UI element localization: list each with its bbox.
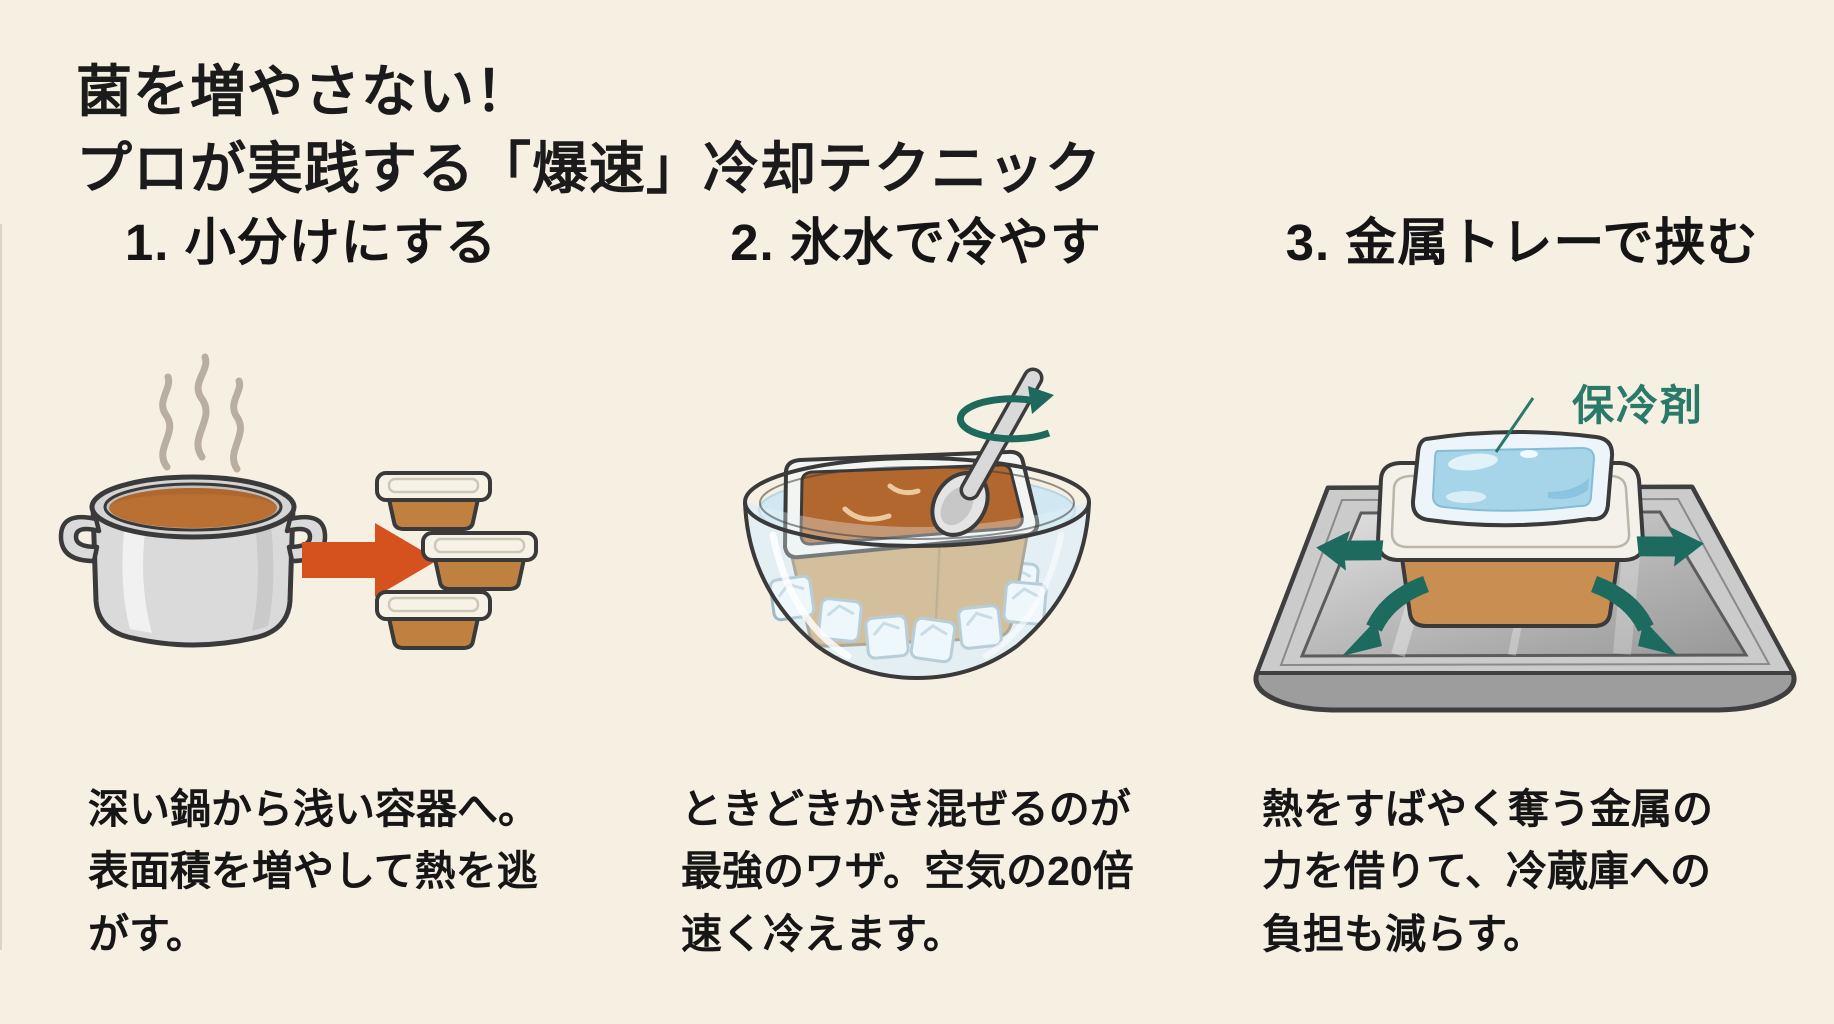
heat-arrows-icon	[1316, 526, 1704, 656]
ice-pack-icon	[1410, 429, 1615, 528]
step-3-description-line: 熱をすばやく奪う金属の	[1262, 786, 1713, 832]
step-3-description: 熱をすばやく奪う金属の 力を借りて、冷蔵庫への 負担も減らす。	[1262, 778, 1713, 965]
step-2-illustration	[743, 367, 1091, 681]
glass-bowl-icon	[743, 456, 1091, 681]
step-2-description-line: ときどきかき混ぜるのが	[681, 786, 1131, 832]
page-title-line1: 菌を増やさない！	[76, 60, 532, 123]
step-1-illustration	[58, 353, 538, 650]
step-2-description-line: 速く冷えます。	[681, 910, 964, 957]
pot-icon	[58, 474, 328, 648]
pot-left-handle	[58, 514, 102, 564]
page-title-line2: プロが実践する「爆速」冷却テクニック	[76, 136, 1102, 200]
step-2-description-line: 最強のワザ。空気の20倍	[681, 848, 1134, 895]
step-3-description-line: 力を借りて、冷蔵庫への	[1262, 848, 1711, 895]
step-1-heading: 1. 小分けにする	[124, 214, 498, 271]
step-2-heading: 2. 氷水で冷やす	[730, 214, 1102, 271]
food-container-icon	[375, 471, 492, 531]
step-2-description: ときどきかき混ぜるのが 最強のワザ。空気の20倍 速く冷えます。	[681, 778, 1134, 965]
food-container-icon	[421, 531, 538, 591]
stir-arrow-icon	[956, 386, 1054, 443]
page-title: 菌を増やさない！ プロが実践する「爆速」冷却テクニック	[76, 54, 1102, 207]
steam-icon	[159, 353, 244, 473]
food-container-icon	[375, 590, 492, 650]
soup	[109, 488, 277, 528]
column-divider-2	[0, 224, 2, 950]
step-1-description-line: がす。	[88, 910, 207, 957]
transfer-arrow-icon	[302, 523, 438, 597]
ice-pack-callout-label: 保冷剤	[1572, 382, 1705, 429]
step-3-illustration	[1253, 397, 1797, 713]
step-1-description-line: 深い鍋から浅い容器へ。	[88, 786, 539, 832]
callout-line-icon	[1494, 397, 1535, 453]
step-3-description-line: 負担も減らす。	[1262, 910, 1545, 957]
step-1-description: 深い鍋から浅い容器へ。 表面積を増やして熱を逃 がす。	[88, 778, 539, 965]
step-1-description-line: 表面積を増やして熱を逃	[88, 848, 538, 895]
step-3-heading: 3. 金属トレーで挟む	[1285, 214, 1759, 271]
